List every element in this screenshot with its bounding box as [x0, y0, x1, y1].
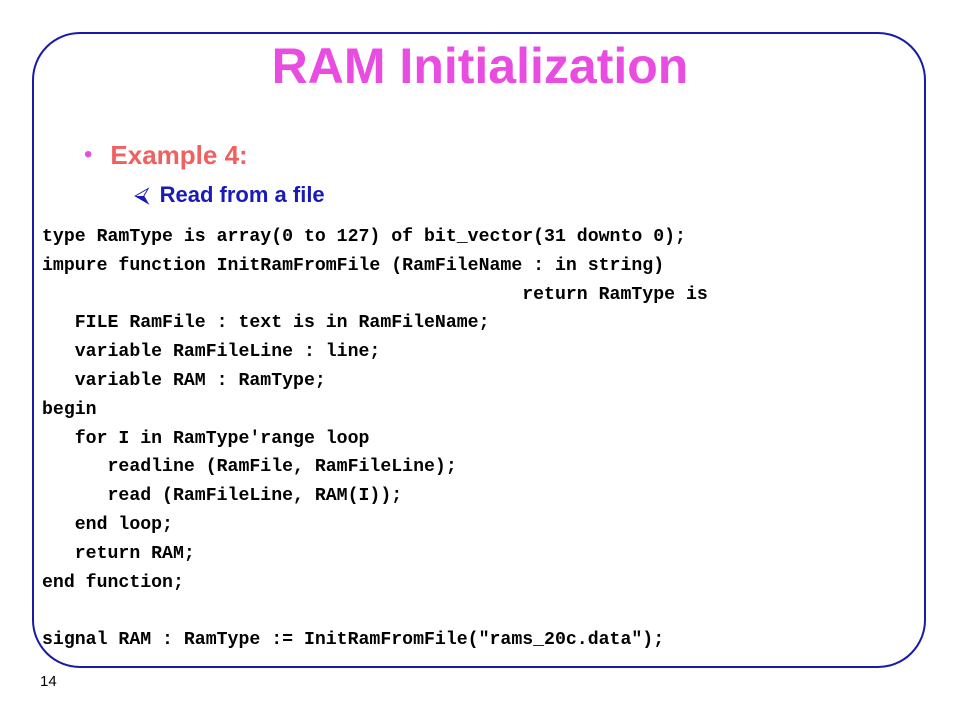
- code-line: end function;: [42, 572, 184, 593]
- code-line: begin: [42, 399, 97, 420]
- arrow-bullet-icon: ⮘: [134, 182, 150, 207]
- code-line: type RamType is array(0 to 127) of bit_v…: [42, 227, 686, 247]
- code-line: variable RamFileLine : line;: [42, 342, 381, 363]
- code-block: type RamType is array(0 to 127) of bit_v…: [42, 223, 912, 655]
- bullet-item: • Example 4:: [84, 138, 248, 172]
- code-line: signal RAM : RamType := InitRamFromFile(…: [42, 630, 665, 651]
- sub-bullet-text: Read from a file: [159, 182, 325, 207]
- code-line: readline (RamFile, RamFileLine);: [42, 457, 457, 478]
- code-line: for I in RamType'range loop: [42, 428, 370, 449]
- sub-bullet-item: ⮘ Read from a file: [134, 180, 325, 210]
- code-line: read (RamFileLine, RAM(I));: [42, 486, 403, 507]
- code-line: [42, 597, 912, 626]
- bullet-text: Example 4:: [110, 139, 248, 170]
- code-line: variable RAM : RamType;: [42, 370, 326, 391]
- code-line: return RAM;: [42, 543, 195, 564]
- slide-frame: [32, 32, 926, 668]
- page-number: 14: [40, 673, 57, 690]
- code-line: end loop;: [42, 514, 173, 535]
- bullet-marker: •: [84, 141, 93, 168]
- slide-title: RAM Initialization: [271, 38, 689, 94]
- code-line: impure function InitRamFromFile (RamFile…: [42, 255, 665, 276]
- code-line: FILE RamFile : text is in RamFileName;: [42, 313, 490, 334]
- code-line: return RamType is: [42, 284, 708, 305]
